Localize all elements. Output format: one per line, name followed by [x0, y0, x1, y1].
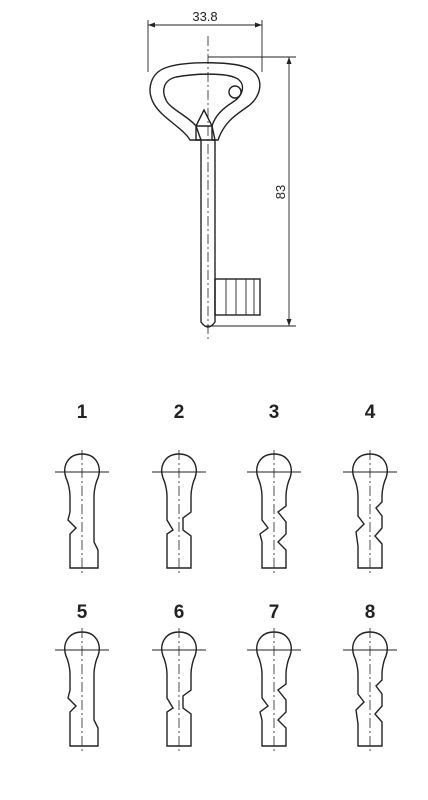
key-bit	[214, 278, 261, 316]
profile-4: 4	[343, 402, 397, 575]
keyway-outline	[161, 453, 197, 569]
profile-number: 7	[269, 602, 280, 623]
keyway-outline	[161, 631, 197, 747]
key-shaft	[195, 108, 216, 328]
profile-number: 8	[365, 602, 376, 623]
key-bow-opening	[163, 73, 244, 127]
profile-3: 3	[247, 402, 301, 575]
profile-number: 6	[174, 602, 185, 623]
profile-number: 3	[269, 402, 280, 423]
keyway-outline	[64, 631, 100, 747]
bow-hole	[228, 85, 242, 99]
profile-5: 5	[55, 602, 109, 753]
profile-number: 2	[174, 402, 185, 423]
key-bow	[149, 62, 261, 141]
width-dimension: 33.8	[147, 9, 263, 72]
keyway-outline	[256, 453, 292, 569]
height-dimension: 83	[206, 56, 296, 327]
profile-1: 1	[55, 402, 109, 575]
width-label: 33.8	[192, 9, 217, 24]
height-label: 83	[273, 185, 288, 199]
profile-number: 5	[77, 602, 88, 623]
keyway-outline	[256, 631, 292, 747]
profile-2: 2	[152, 402, 206, 575]
keyway-outline	[352, 631, 388, 747]
profile-grid: 1 2 3 4 5 6 7 8	[55, 402, 397, 753]
keyway-outline	[64, 453, 100, 569]
profile-number: 1	[77, 402, 88, 423]
profile-8: 8	[343, 602, 397, 753]
profile-7: 7	[247, 602, 301, 753]
keyway-outline	[352, 453, 388, 569]
profile-number: 4	[365, 402, 376, 423]
key-elevation: 33.8 83	[147, 9, 296, 340]
profile-6: 6	[152, 602, 206, 753]
